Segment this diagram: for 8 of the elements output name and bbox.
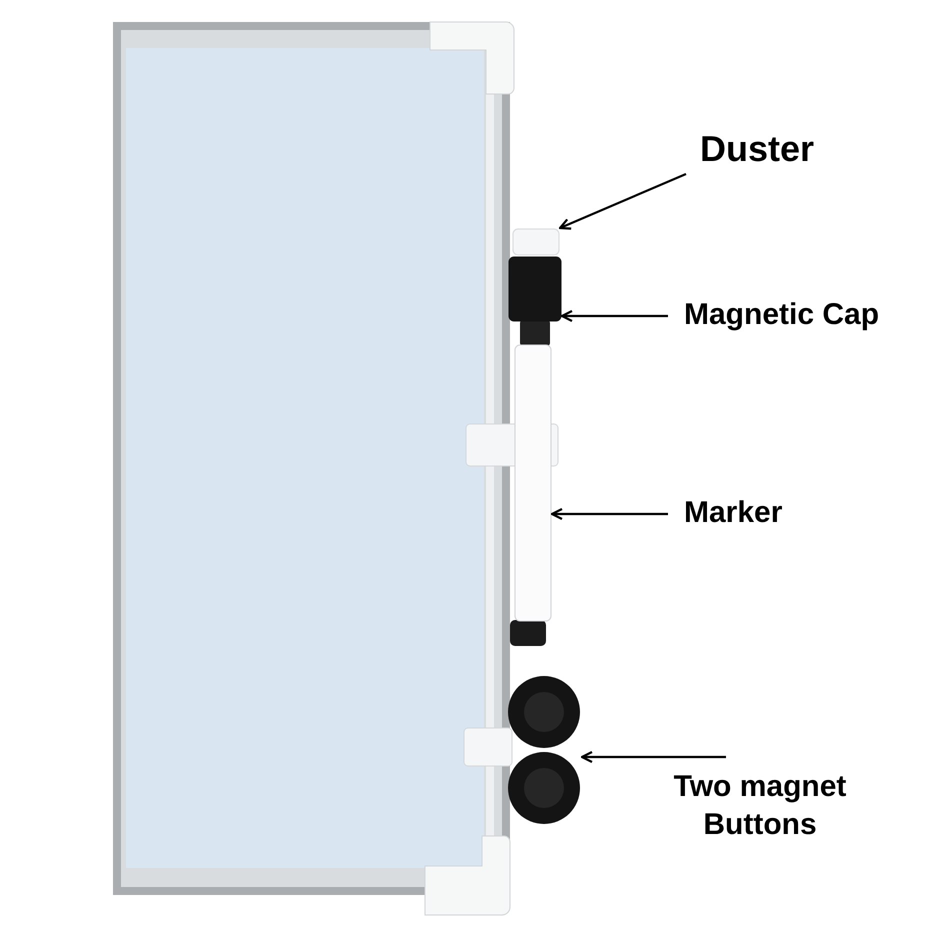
part-label: Magnetic Cap — [684, 297, 880, 333]
part-label: Two magnet Buttons — [672, 769, 848, 842]
leader-arrow — [560, 310, 668, 322]
leader-arrow — [550, 508, 668, 520]
leader-arrow — [558, 172, 686, 230]
leader-arrow — [580, 750, 726, 764]
part-label: Marker — [684, 495, 784, 531]
part-label: Duster — [700, 127, 816, 171]
